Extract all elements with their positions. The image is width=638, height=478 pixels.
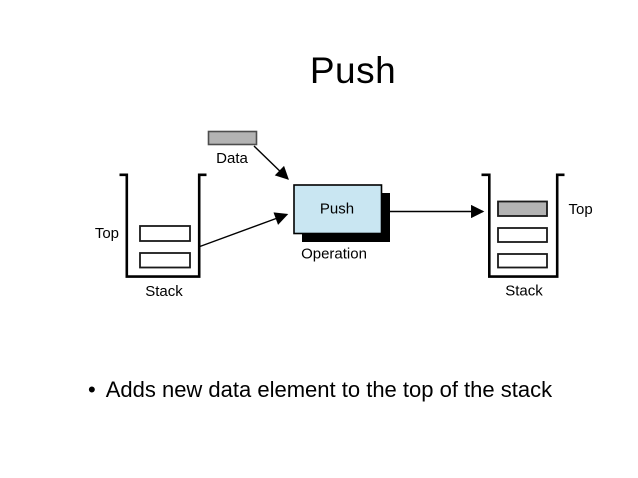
left-stack-cell	[139, 225, 191, 242]
left-stack-top-label: Top	[95, 225, 119, 242]
right-stack-caption: Stack	[505, 283, 543, 300]
bullet-text: Adds new data element to the top of the …	[105, 377, 553, 402]
right-stack-top-label: Top	[569, 201, 593, 218]
push-box-label: Push	[320, 201, 354, 218]
operation-caption: Operation	[301, 246, 367, 263]
right-stack-cell	[497, 227, 548, 243]
arrow-data-to-push	[253, 145, 289, 180]
data-label: Data	[216, 150, 248, 167]
right-stack-cell-new	[497, 200, 548, 217]
push-operation-box	[293, 184, 383, 235]
data-rect	[207, 130, 258, 146]
arrow-stack-to-push	[198, 212, 289, 248]
bullet-item: • Adds new data element to the top of th…	[88, 376, 552, 404]
left-stack-caption: Stack	[145, 283, 183, 300]
left-stack-cell	[139, 252, 191, 269]
right-stack-bracket	[481, 173, 565, 278]
right-stack-cell	[497, 253, 548, 269]
bullet-dot: •	[88, 377, 96, 402]
slide-title: Push	[309, 50, 397, 91]
left-stack-bracket	[119, 173, 207, 278]
